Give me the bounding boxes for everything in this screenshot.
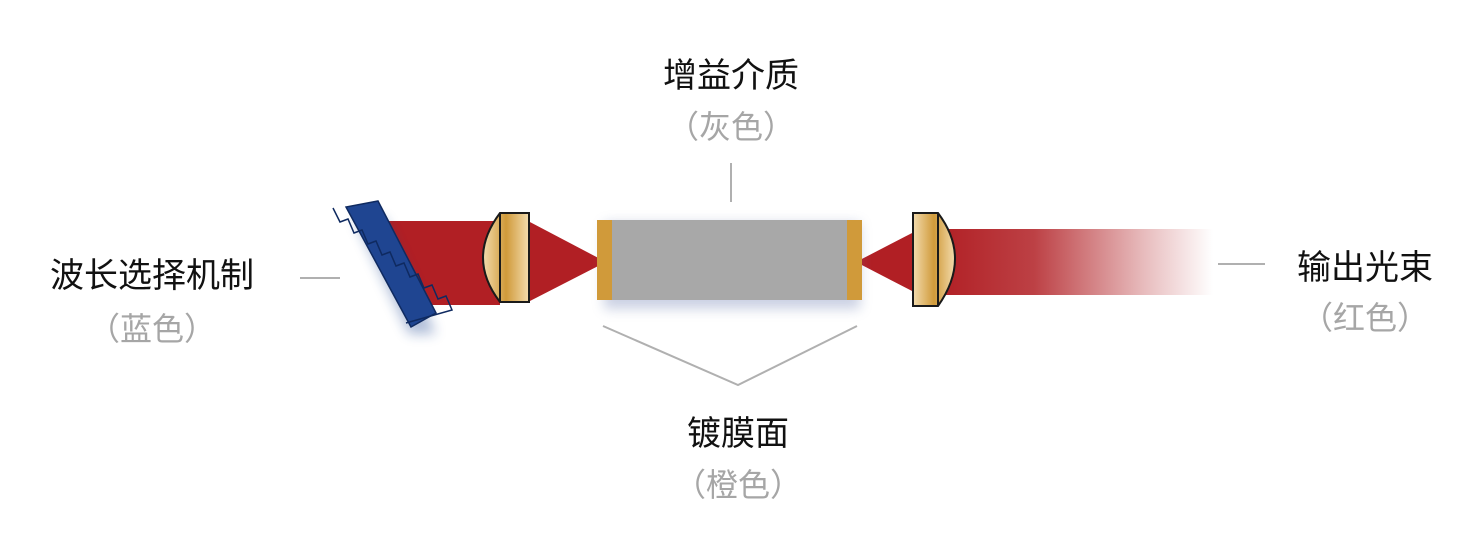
diffraction-grating-icon — [332, 200, 454, 334]
gain-medium-color-note: （灰色） — [666, 108, 796, 146]
cavity-beam-left — [372, 221, 500, 305]
lens-left — [482, 212, 530, 303]
leader-coating — [602, 325, 858, 387]
wavelength-selector-title: 波长选择机制 — [50, 256, 254, 296]
gain-crystal-icon — [597, 220, 862, 309]
output-beam-color-note: （红色） — [1300, 299, 1430, 337]
gain-medium-title: 增益介质 — [663, 56, 799, 96]
coating-right — [847, 220, 862, 300]
lens-right — [912, 212, 956, 307]
output-beam — [938, 229, 1213, 295]
output-beam-title: 输出光束 — [1297, 248, 1433, 288]
coating-title: 镀膜面 — [687, 414, 789, 454]
cavity-beam-focus-right — [856, 232, 914, 292]
coating-left — [597, 220, 612, 300]
cavity-beam-focus-left — [528, 221, 606, 302]
plano-convex-lens-icon — [482, 212, 530, 303]
wavelength-selector-color-note: （蓝色） — [87, 310, 217, 348]
coating-color-note: （橙色） — [673, 466, 803, 504]
